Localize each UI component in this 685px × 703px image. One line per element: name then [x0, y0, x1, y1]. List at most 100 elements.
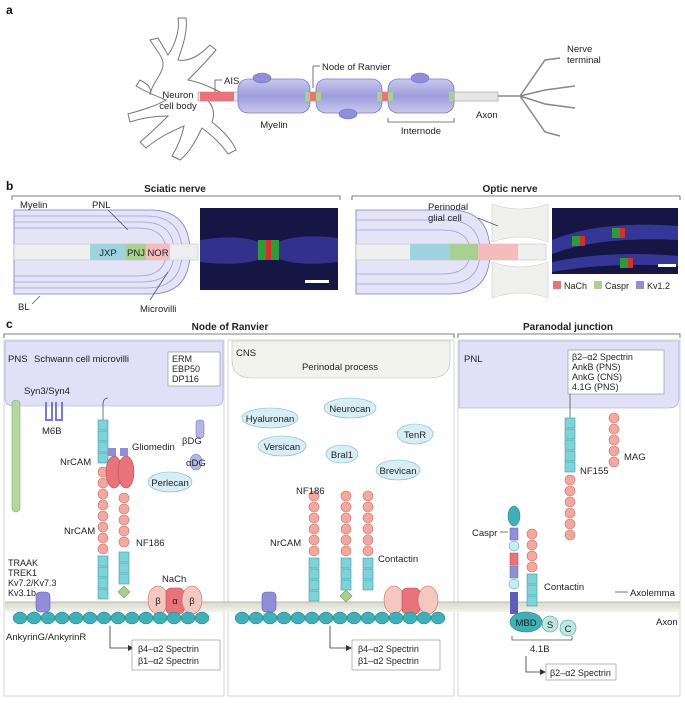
legend-caspr: Caspr [605, 281, 629, 291]
mbd-label: MBD [515, 618, 536, 629]
bral1-label: Bral1 [331, 450, 353, 461]
nach-label: NaCh [162, 574, 186, 585]
pnj-region [126, 244, 146, 260]
contactin-pj [526, 528, 538, 607]
s-domain [541, 615, 559, 633]
syn3-syn4 [11, 399, 21, 513]
schwann-label: Schwann cell microvilli [34, 354, 129, 365]
bral1 [325, 444, 359, 464]
tenr-label: TenR [404, 430, 426, 441]
beta-dg [195, 419, 205, 439]
perlecan [147, 471, 193, 493]
beta-label-right: β [189, 596, 195, 607]
traak-item: TRAAK [8, 558, 38, 568]
nf155 [564, 394, 576, 541]
myelin-label: Myelin [260, 120, 287, 131]
contactin-pj-label: Contactin [544, 582, 584, 593]
nrcam-cns [308, 490, 320, 602]
channel-legend: NaCh Caspr Kv1.2 [553, 281, 670, 291]
spectrin-pns-2: β1–α2 Spectrin [138, 656, 199, 666]
legend-swatch-nach [553, 281, 561, 289]
alpha-label: α [172, 596, 178, 607]
axon-label: Axon [476, 110, 498, 121]
perinodal-glial-cell-label-2: glial cell [428, 213, 462, 224]
microvilli-label: Microvilli [140, 304, 176, 315]
nf155-label: NF155 [580, 466, 609, 477]
perlecan-label: Perlecan [151, 478, 189, 489]
pnl-label: PNL [464, 354, 482, 365]
node [310, 92, 316, 101]
myelin-segment-3 [387, 78, 455, 114]
legend-swatch-caspr [594, 281, 602, 289]
nf186-cns [339, 490, 353, 603]
m6b [45, 402, 63, 421]
paranodal-junction-title: Paranodal junction [523, 322, 613, 333]
nerve-terminal-label-2: terminal [567, 55, 601, 66]
panel-label-a: a [6, 3, 13, 17]
gliomedin-label: Gliomedin [132, 442, 175, 453]
pnl-label: PNL [92, 200, 110, 211]
optic-nerve-title: Optic nerve [482, 184, 537, 195]
erm-box [167, 351, 221, 387]
ankyrin-chain-cns [234, 611, 446, 625]
nor-region [146, 244, 170, 260]
ebp50-item: EBP50 [172, 364, 200, 374]
cns-label: CNS [236, 348, 256, 359]
ankyrin-chain-pns [12, 611, 210, 625]
perinodal-glial-cell-label-1: Perinodal [428, 202, 468, 213]
b2a2-spectrin-item: β2–α2 Spectrin [572, 352, 633, 362]
node-of-ranvier-title: Node of Ranvier [192, 322, 269, 333]
erm-item: ERM [172, 354, 192, 364]
spectrin-pj: β2–α2 Spectrin [550, 668, 611, 678]
kv31b-item: Kv3.1b [8, 588, 36, 598]
sciatic-nerve-title: Sciatic nerve [144, 184, 206, 195]
myelin-nucleus [338, 108, 358, 120]
c-domain [559, 619, 577, 637]
kv72-item: Kv7.2/Kv7.3 [8, 578, 57, 588]
pns-label: PNS [8, 354, 28, 365]
dp116-item: DP116 [172, 374, 199, 384]
versican [257, 435, 307, 457]
spectrin-box [567, 349, 665, 395]
ankb-item: AnkB (PNS) [572, 362, 621, 372]
paranode [316, 92, 321, 101]
neuron-cell-body [127, 17, 237, 161]
pnj-label: PNJ [127, 248, 145, 259]
hyaluronan [241, 407, 299, 429]
internode-label: Internode [401, 126, 441, 137]
nrcam-label-top: NrCAM [60, 457, 91, 468]
trek1-item: TREK1 [8, 568, 37, 578]
axon-label: Axon [656, 617, 678, 628]
axolemma-label: Axolemma [630, 588, 676, 599]
ais-label: AIS [224, 76, 239, 87]
perinodal-process [231, 340, 451, 379]
panel-label-c: c [6, 317, 13, 331]
spectrin-pns-1: β4–α2 Spectrin [138, 644, 199, 654]
node-of-ranvier-label: Node of Ranvier [322, 62, 391, 73]
neuron-cell-body-label-2: cell body [159, 101, 197, 112]
contactin-cns [362, 490, 374, 591]
alpha-dg [189, 453, 203, 471]
nrcam-pns [97, 397, 109, 544]
bl-label: BL [18, 302, 30, 313]
mag [608, 412, 620, 468]
nrcam-label: NrCAM [64, 526, 95, 537]
legend-kv12: Kv1.2 [647, 281, 670, 291]
ankg-item: AnkG (CNS) [572, 372, 622, 382]
spectrin-pns-box [131, 639, 221, 671]
node [382, 92, 388, 101]
legend-swatch-kv12 [636, 281, 644, 289]
nf186-label: NF186 [136, 538, 165, 549]
myelin-nucleus [410, 72, 430, 84]
nf186-cns-label: NF186 [296, 486, 325, 497]
41g-item: 4.1G (PNS) [572, 382, 619, 392]
brevican-label: Brevican [380, 466, 417, 477]
perinodal-process-label: Perinodal process [302, 362, 378, 373]
paranode [377, 92, 382, 101]
m6b-label: M6B [42, 426, 62, 437]
myelin-segment-2 [315, 78, 383, 114]
sciatic-micrograph [200, 208, 338, 290]
caspr-label: Caspr [472, 528, 497, 539]
optic-nerve-schematic: Perinodal glial cell [355, 202, 549, 299]
neuron-diagram: Neuron cell body AIS Node of Ranvier Mye… [127, 17, 601, 161]
